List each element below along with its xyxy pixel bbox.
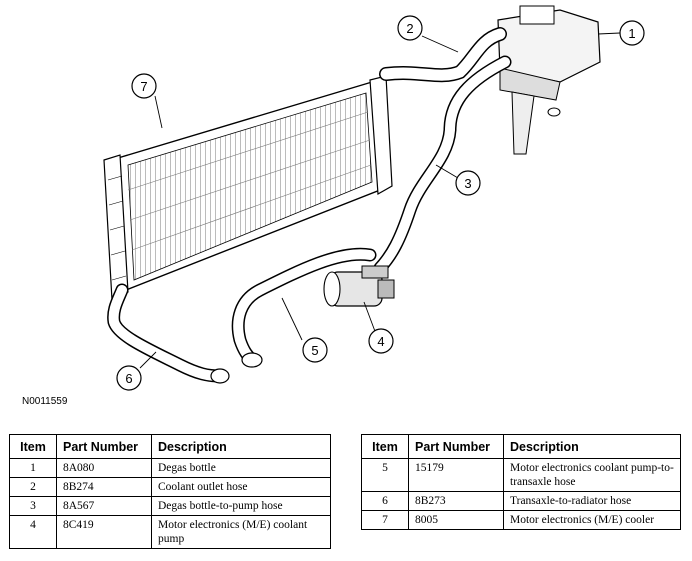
callout-1: 1 xyxy=(619,20,645,46)
item-cell: 3 xyxy=(9,496,57,516)
table-row: 5 15179 Motor electronics coolant pump-t… xyxy=(361,458,681,492)
table-header-row: Item Part Number Description xyxy=(361,434,681,459)
description-cell: Degas bottle-to-pump hose xyxy=(151,496,331,516)
svg-text:5: 5 xyxy=(311,343,318,358)
table-row: 6 8B273 Transaxle-to-radiator hose xyxy=(361,491,681,511)
description-cell: Motor electronics (M/E) cooler xyxy=(503,510,681,530)
description-cell: Degas bottle xyxy=(151,458,331,478)
parts-table-right: Item Part Number Description 5 15179 Mot… xyxy=(361,434,681,530)
parts-table-left: Item Part Number Description 1 8A080 Deg… xyxy=(9,434,331,549)
item-cell: 4 xyxy=(9,515,57,549)
figure-id: N0011559 xyxy=(22,396,68,407)
part-number-cell: 15179 xyxy=(408,458,504,492)
svg-text:7: 7 xyxy=(140,79,147,94)
item-cell: 5 xyxy=(361,458,409,492)
svg-text:6: 6 xyxy=(125,371,132,386)
column-header-part-number: Part Number xyxy=(408,434,504,459)
callout-7: 7 xyxy=(131,73,157,99)
coolant-system-diagram: 1 2 3 4 5 6 7 xyxy=(103,5,645,391)
coolant-pump-drawing xyxy=(323,265,395,307)
column-header-part-number: Part Number xyxy=(56,434,152,459)
radiator-drawing xyxy=(103,75,393,301)
svg-text:1: 1 xyxy=(628,26,635,41)
svg-text:2: 2 xyxy=(406,21,413,36)
callout-leaders xyxy=(139,32,621,369)
part-number-cell: 8A567 xyxy=(56,496,152,516)
part-number-cell: 8B274 xyxy=(56,477,152,497)
callout-4: 4 xyxy=(368,328,394,354)
callout-3: 3 xyxy=(455,170,481,196)
column-header-item: Item xyxy=(9,434,57,459)
column-header-description: Description xyxy=(503,434,681,459)
column-header-description: Description xyxy=(151,434,331,459)
description-cell: Transaxle-to-radiator hose xyxy=(503,491,681,511)
description-cell: Coolant outlet hose xyxy=(151,477,331,497)
svg-text:3: 3 xyxy=(464,176,471,191)
callout-5: 5 xyxy=(302,337,328,363)
svg-text:4: 4 xyxy=(377,334,384,349)
description-cell: Motor electronics (M/E) coolant pump xyxy=(151,515,331,549)
part-number-cell: 8B273 xyxy=(408,491,504,511)
table-row: 1 8A080 Degas bottle xyxy=(9,458,331,478)
item-cell: 7 xyxy=(361,510,409,530)
callout-2: 2 xyxy=(397,15,423,41)
table-row: 3 8A567 Degas bottle-to-pump hose xyxy=(9,496,331,516)
item-cell: 6 xyxy=(361,491,409,511)
table-row: 7 8005 Motor electronics (M/E) cooler xyxy=(361,510,681,530)
table-row: 2 8B274 Coolant outlet hose xyxy=(9,477,331,497)
item-cell: 2 xyxy=(9,477,57,497)
description-cell: Motor electronics coolant pump-to-transa… xyxy=(503,458,681,492)
table-row: 4 8C419 Motor electronics (M/E) coolant … xyxy=(9,515,331,549)
part-number-cell: 8005 xyxy=(408,510,504,530)
degas-bottle-drawing xyxy=(497,5,601,155)
column-header-item: Item xyxy=(361,434,409,459)
part-number-cell: 8A080 xyxy=(56,458,152,478)
callout-6: 6 xyxy=(116,365,142,391)
item-cell: 1 xyxy=(9,458,57,478)
part-number-cell: 8C419 xyxy=(56,515,152,549)
table-header-row: Item Part Number Description xyxy=(9,434,331,459)
